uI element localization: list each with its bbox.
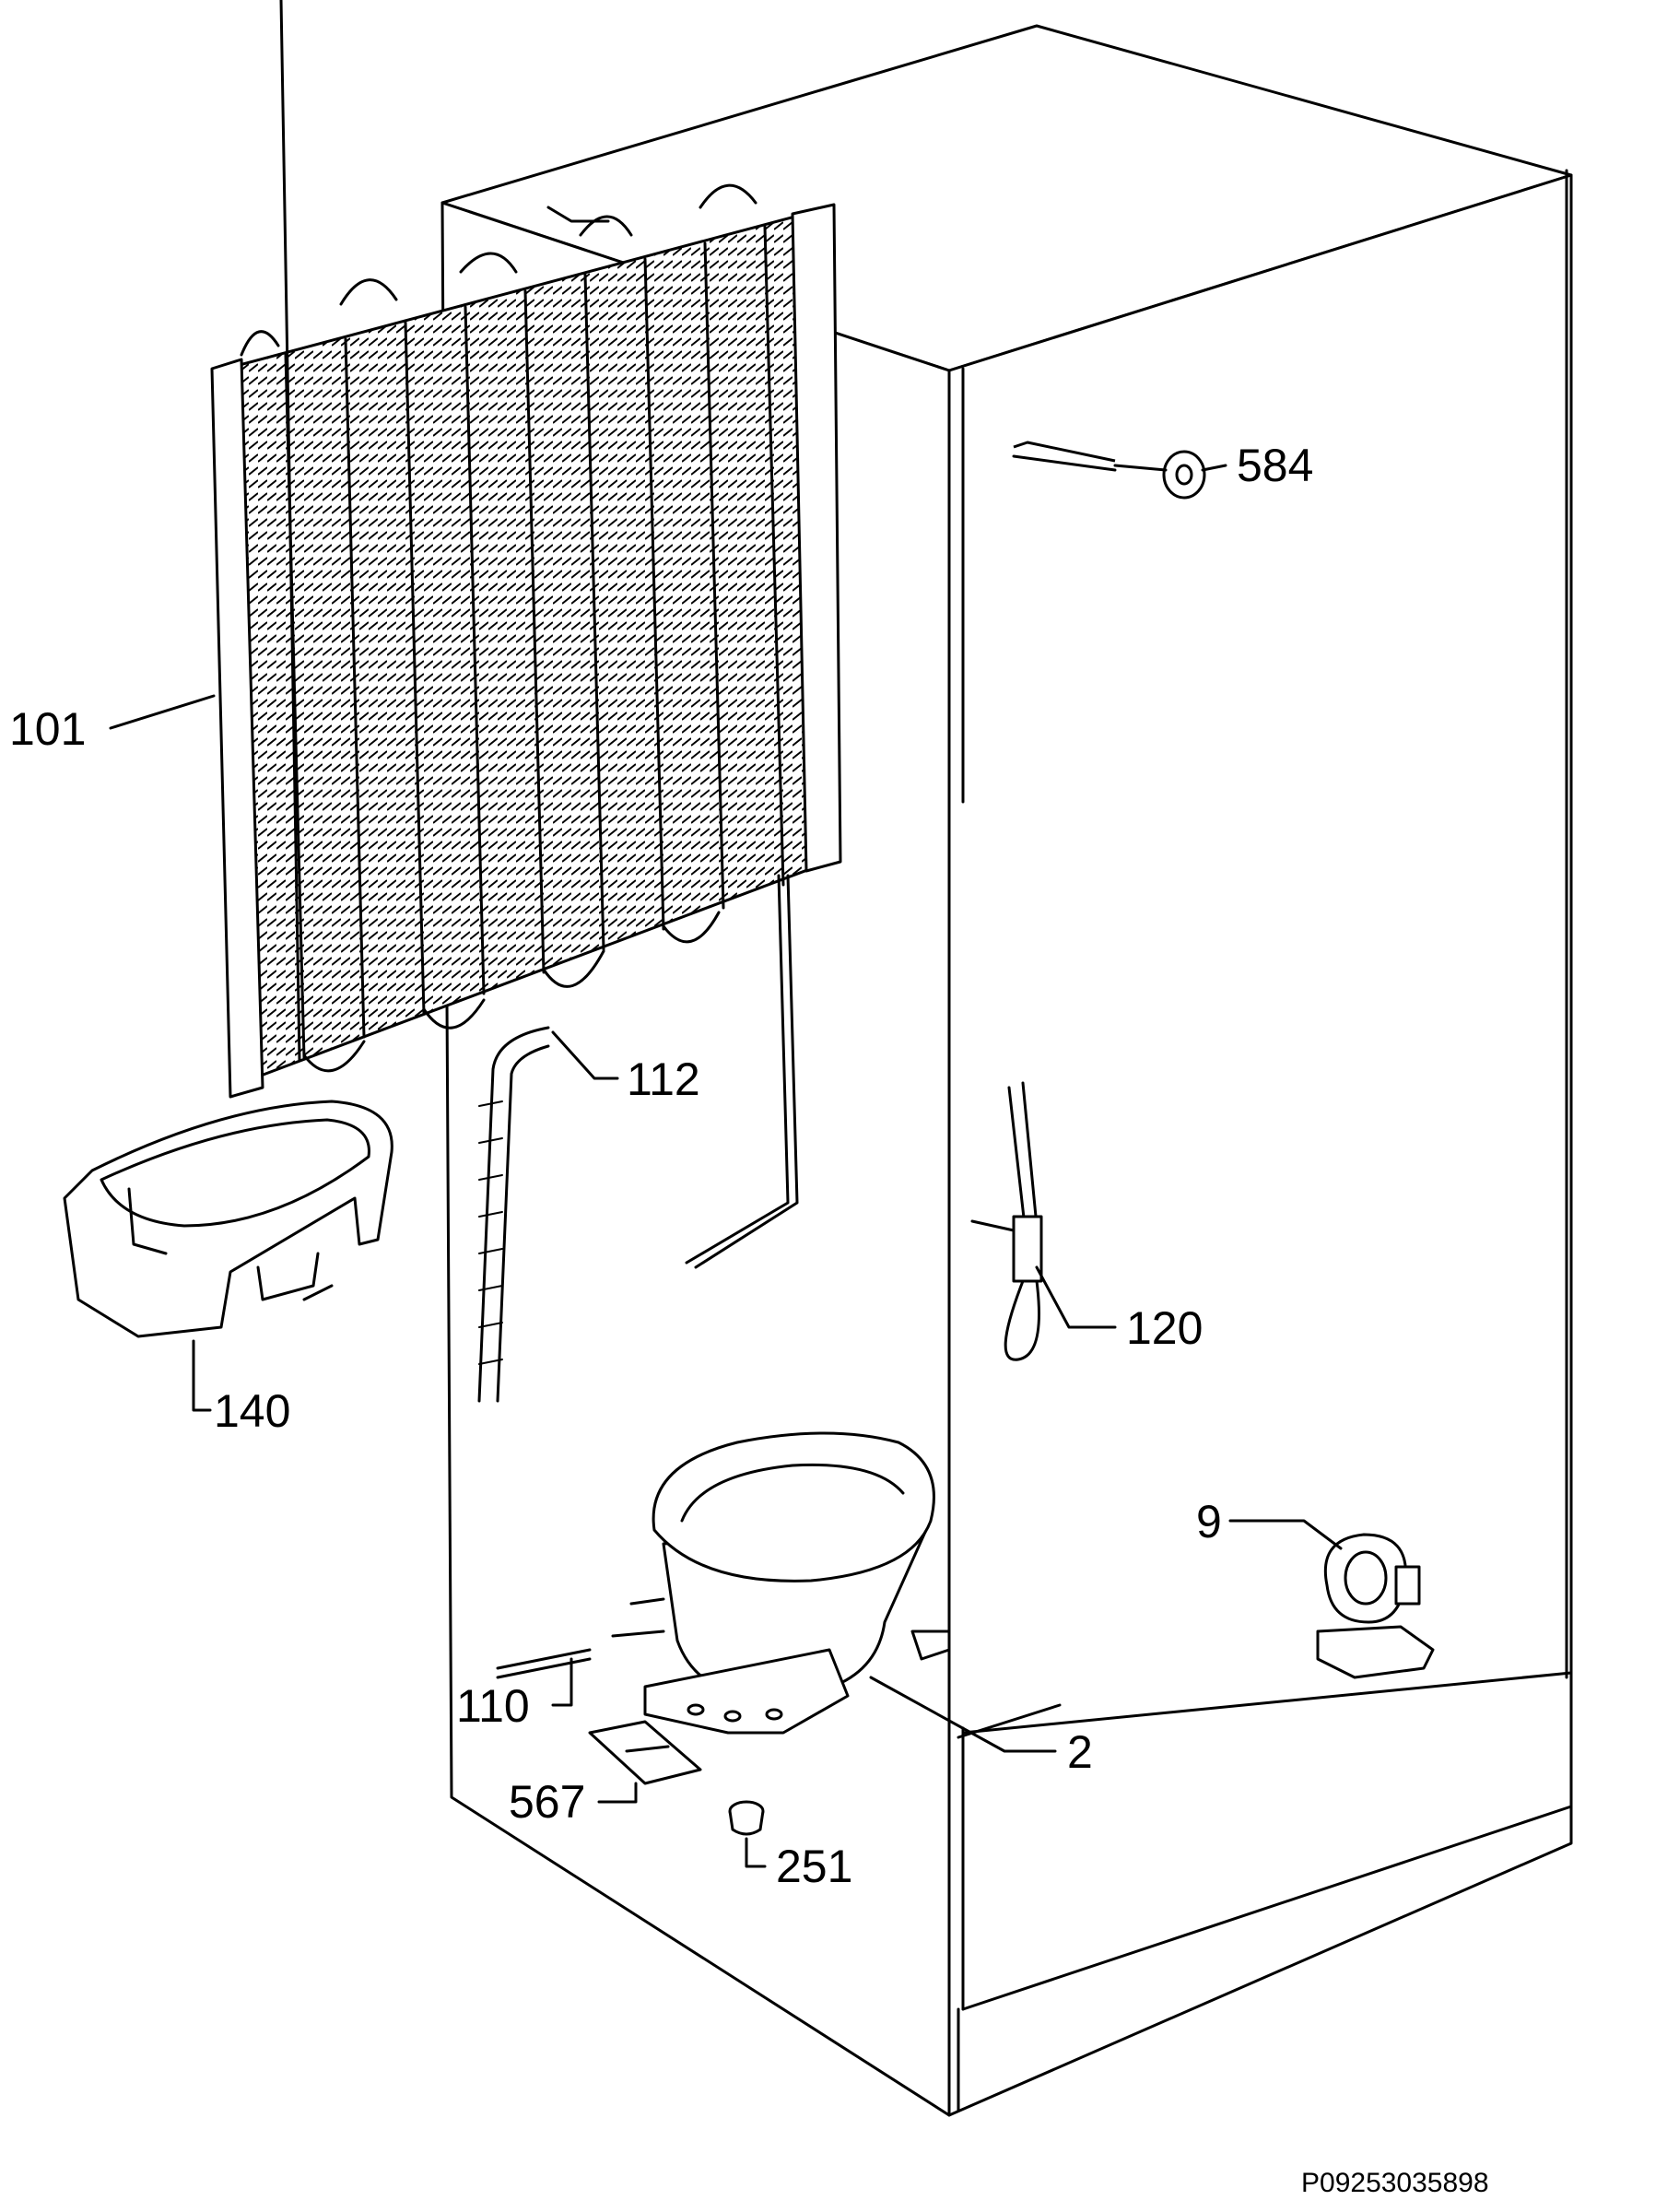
part-label-9: 9: [1196, 1496, 1222, 1547]
leader-lines: [109, 464, 1343, 1868]
part-label-2: 2: [1067, 1726, 1093, 1778]
door-switch: [1012, 441, 1206, 500]
relay-clip: [1316, 1533, 1435, 1679]
drain-pipe: [477, 1026, 550, 1403]
dryer-filter: [496, 1648, 592, 1679]
part-label-112: 112: [627, 1053, 700, 1105]
part-label-140: 140: [214, 1385, 290, 1437]
mounting-plate: [588, 1720, 702, 1785]
thermostat-sensor: [970, 1081, 1043, 1361]
part-label-584: 584: [1237, 440, 1313, 491]
reference-code: P09253035898: [1301, 2168, 1489, 2198]
part-label-101: 101: [9, 703, 86, 755]
condenser-coil: [210, 0, 842, 1269]
rubber-grommet: [728, 1800, 765, 1836]
compressor: [611, 1431, 951, 1735]
part-label-251: 251: [776, 1841, 852, 1892]
part-label-120: 120: [1126, 1302, 1203, 1354]
part-label-110: 110: [456, 1680, 530, 1732]
part-label-567: 567: [509, 1776, 585, 1828]
drip-tray: [63, 1100, 393, 1338]
